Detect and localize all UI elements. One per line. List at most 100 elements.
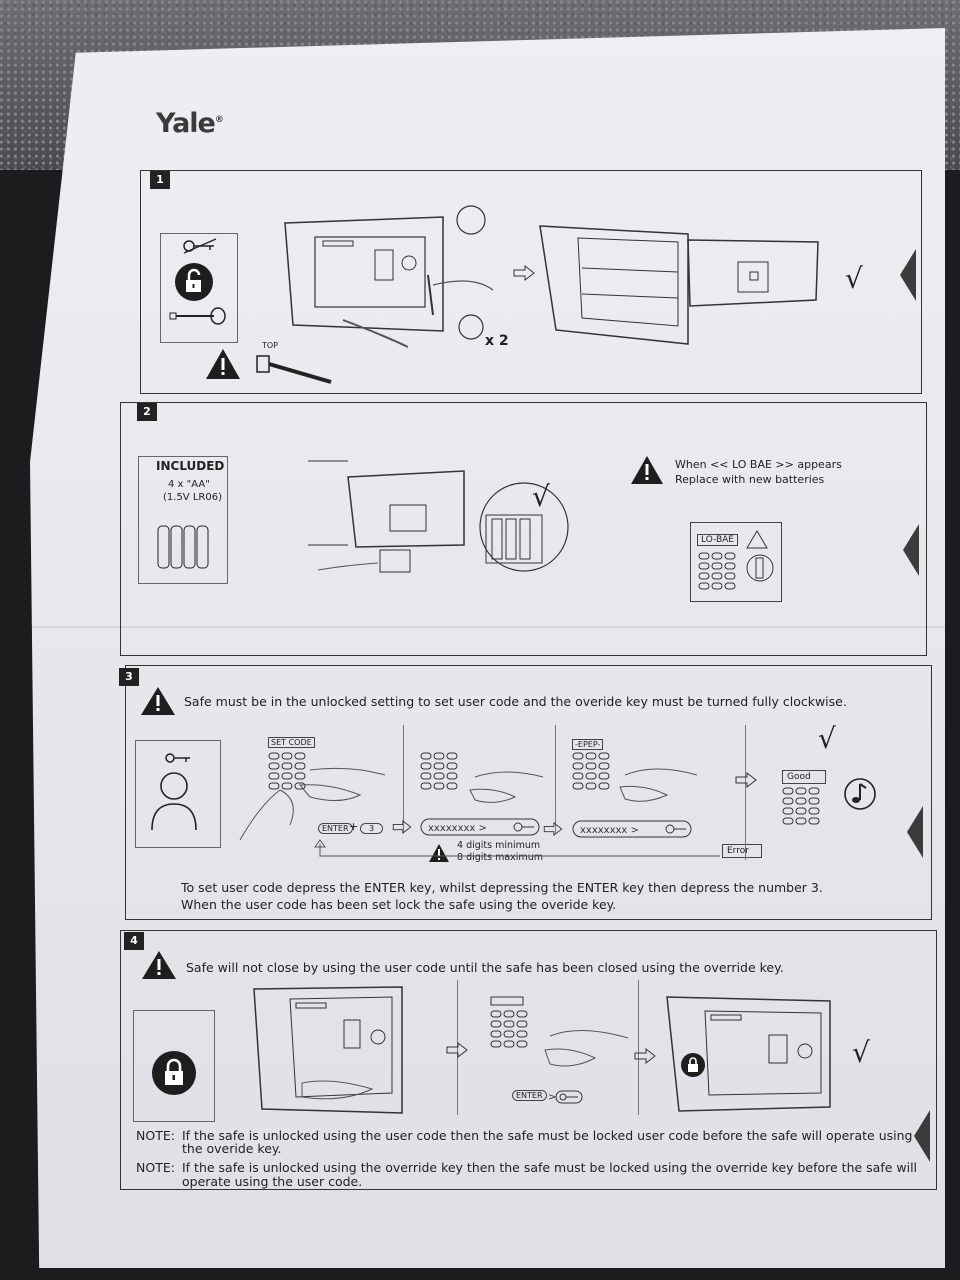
- step3-keypad-2: [420, 752, 458, 790]
- arrow-right-icon: [513, 264, 535, 282]
- arrow-right-icon: [543, 821, 563, 837]
- top-label: TOP: [262, 341, 279, 350]
- error-display: Error: [722, 844, 762, 858]
- step4-key-icon: >: [548, 1090, 583, 1104]
- keypad-icon: [698, 552, 736, 590]
- step3-instruction-line1: To set user code depress the ENTER key, …: [181, 880, 823, 895]
- step4-panel: [120, 930, 937, 1190]
- enter-key-label: ENTER: [318, 823, 353, 834]
- low-battery-warning-icon: [631, 456, 663, 484]
- step4-small-lock-icon: [681, 1053, 705, 1077]
- step1-number: 1: [150, 171, 170, 189]
- arrow-right-icon: [446, 1041, 468, 1059]
- step4-display-icon: [490, 996, 524, 1006]
- yale-logo: Yale®: [156, 108, 224, 139]
- step4-number: 4: [124, 932, 144, 950]
- step3-number: 3: [119, 668, 139, 686]
- step4-divider-2: [638, 980, 639, 1115]
- note1-line2: the overide key.: [182, 1141, 282, 1156]
- note1-label: NOTE:: [136, 1128, 175, 1143]
- step1-key-box: [160, 233, 238, 343]
- unlocked-padlock-icon: [175, 263, 213, 301]
- note2-label: NOTE:: [136, 1160, 175, 1175]
- step3-keypad-result: [782, 787, 820, 825]
- arrow-right-icon: [735, 771, 757, 789]
- step4-side-tab[interactable]: [914, 1110, 930, 1162]
- low-battery-warning-line1: When << LO BAE >> appears: [675, 458, 842, 471]
- battery-install-illustration: [308, 460, 569, 573]
- code-entry-strip-1: xxxxxxxx >: [420, 818, 540, 836]
- step3-divider-3: [745, 725, 746, 860]
- key-top-icon: [256, 355, 332, 384]
- step1-check: √: [845, 262, 863, 295]
- step3-side-tab[interactable]: [907, 806, 923, 858]
- hand-press-illustration-1: [239, 767, 386, 841]
- low-battery-warning-line2: Replace with new batteries: [675, 473, 825, 486]
- step4-keypad: [490, 1010, 528, 1048]
- step4-warning-icon: [142, 951, 176, 979]
- music-note-icon: [844, 778, 876, 810]
- battery-warning-icon: [746, 530, 774, 582]
- included-title: INCLUDED: [156, 459, 225, 473]
- code-entry-strip-2: xxxxxxxx >: [572, 820, 692, 838]
- user-person-icon: [151, 772, 197, 831]
- safe-closing-illustration: [253, 986, 403, 1114]
- note2-line2: operate using the user code.: [182, 1174, 363, 1189]
- svg-text:xxxxxxxx >: xxxxxxxx >: [428, 823, 487, 834]
- svg-text:xxxxxxxx >: xxxxxxxx >: [580, 825, 639, 836]
- open-safe-illustration: [539, 225, 819, 345]
- step2-number: 2: [137, 403, 157, 421]
- lo-bae-display: LO-BAE: [697, 534, 738, 546]
- repeat-x2-label: x 2: [485, 333, 509, 349]
- step3-divider-1: [403, 725, 404, 833]
- key-icon: [165, 753, 190, 763]
- hand-press-illustration-4: [544, 1029, 629, 1067]
- note2-line1: If the safe is unlocked using the overri…: [182, 1160, 918, 1175]
- safe-with-key-illustration: [284, 205, 494, 348]
- locked-box: [133, 1010, 215, 1122]
- step2-check: √: [532, 480, 550, 513]
- step4-check: √: [852, 1036, 870, 1069]
- digits-maximum: 8 digits maximum: [457, 852, 543, 863]
- svg-text:>: >: [548, 1092, 556, 1103]
- step3-keypad-3: [572, 752, 610, 790]
- step2-side-tab[interactable]: [903, 524, 919, 576]
- logo-text: Yale: [156, 108, 216, 139]
- included-box: [138, 456, 228, 584]
- note1-line1: If the safe is unlocked using the user c…: [182, 1128, 913, 1143]
- step3-warning-text: Safe must be in the unlocked setting to …: [184, 694, 847, 709]
- step3-check: √: [818, 722, 836, 755]
- step3-instruction-line2: When the user code has been set lock the…: [181, 897, 617, 912]
- step3-panel: [125, 665, 932, 920]
- step1-panel: [140, 170, 922, 394]
- hand-press-illustration-2: [469, 771, 544, 803]
- step3-divider-2: [555, 725, 556, 833]
- keypad-display-box: [690, 522, 782, 602]
- warning-triangle-icon: [206, 349, 240, 379]
- battery-pack-icon: [157, 525, 209, 569]
- arrow-right-icon: [392, 819, 412, 835]
- step3-keypad-1: [268, 752, 306, 790]
- set-code-display: SET CODE: [268, 737, 315, 748]
- step2-panel: [120, 402, 927, 656]
- locked-padlock-icon: [152, 1051, 196, 1095]
- step4-warning-text: Safe will not close by using the user co…: [186, 960, 784, 975]
- hand-press-illustration-3: [619, 768, 698, 802]
- retry-arrow-line: [314, 839, 720, 857]
- step4-enter-key: ENTER: [512, 1090, 547, 1101]
- good-display: Good: [782, 770, 826, 784]
- number-three-key: 3: [360, 823, 384, 834]
- paper-fold-line: [30, 626, 945, 628]
- battery-spec-line1: 4 x "AA": [168, 479, 210, 490]
- battery-spec-line2: (1.5V LR06): [163, 492, 222, 503]
- plus-sign: +: [349, 820, 359, 833]
- arrow-right-icon: [634, 1047, 656, 1065]
- digits-minimum: 4 digits minimum: [457, 840, 541, 851]
- step1-side-tab[interactable]: [900, 249, 916, 301]
- step3-warning-icon: [141, 687, 175, 715]
- override-key-icon: [169, 307, 226, 325]
- eeee-display: -EPEP-: [572, 739, 604, 750]
- user-box: [135, 740, 221, 848]
- crossed-key-icon: [183, 238, 217, 254]
- digits-warning-icon: [429, 844, 449, 862]
